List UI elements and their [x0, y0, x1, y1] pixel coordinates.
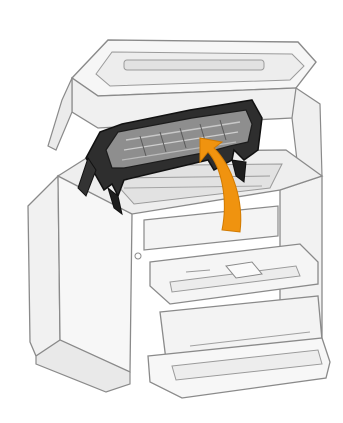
paper-cassette — [148, 296, 330, 398]
